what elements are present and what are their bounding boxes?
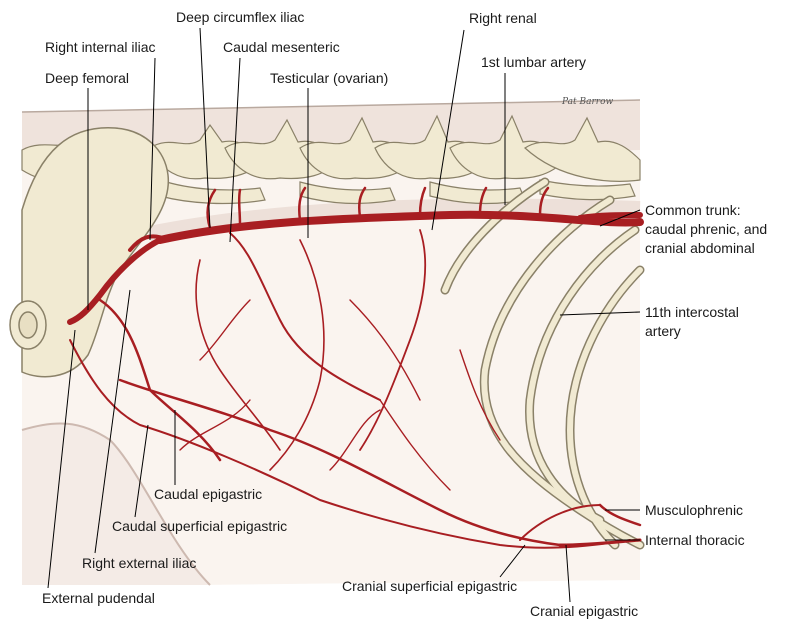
pelvis-bone <box>9 127 169 378</box>
label-1st-lumbar-artery: 1st lumbar artery <box>481 54 587 70</box>
ribs-fill <box>442 179 643 548</box>
label-11th-intercostal-line2: artery <box>645 323 681 339</box>
leader-lines <box>47 27 641 603</box>
label-external-pudendal: External pudendal <box>42 590 155 606</box>
label-right-external-iliac: Right external iliac <box>82 555 197 571</box>
label-caudal-superficial-epigastric: Caudal superficial epigastric <box>112 518 288 534</box>
vertebral-column <box>21 114 641 205</box>
artist-signature: Pat Barrow <box>561 97 613 107</box>
label-common-trunk-line1: Common trunk: <box>645 202 741 218</box>
label-right-renal: Right renal <box>469 10 537 26</box>
label-common-trunk-line3: cranial abdominal <box>645 240 755 256</box>
label-11th-intercostal-line1: 11th intercostal <box>645 304 739 320</box>
label-cranial-superficial-epigastric: Cranial superficial epigastric <box>342 578 518 594</box>
label-internal-thoracic: Internal thoracic <box>645 532 745 548</box>
label-right-internal-iliac: Right internal iliac <box>45 39 156 55</box>
label-deep-femoral: Deep femoral <box>45 70 130 86</box>
label-caudal-mesenteric: Caudal mesenteric <box>223 39 340 55</box>
label-deep-circumflex-iliac: Deep circumflex iliac <box>176 9 305 25</box>
label-musculophrenic: Musculophrenic <box>645 502 744 518</box>
label-testicular-ovarian: Testicular (ovarian) <box>270 70 389 86</box>
label-caudal-epigastric: Caudal epigastric <box>154 486 263 502</box>
label-cranial-epigastric: Cranial epigastric <box>530 603 639 619</box>
label-common-trunk-line2: caudal phrenic, and <box>645 221 768 237</box>
